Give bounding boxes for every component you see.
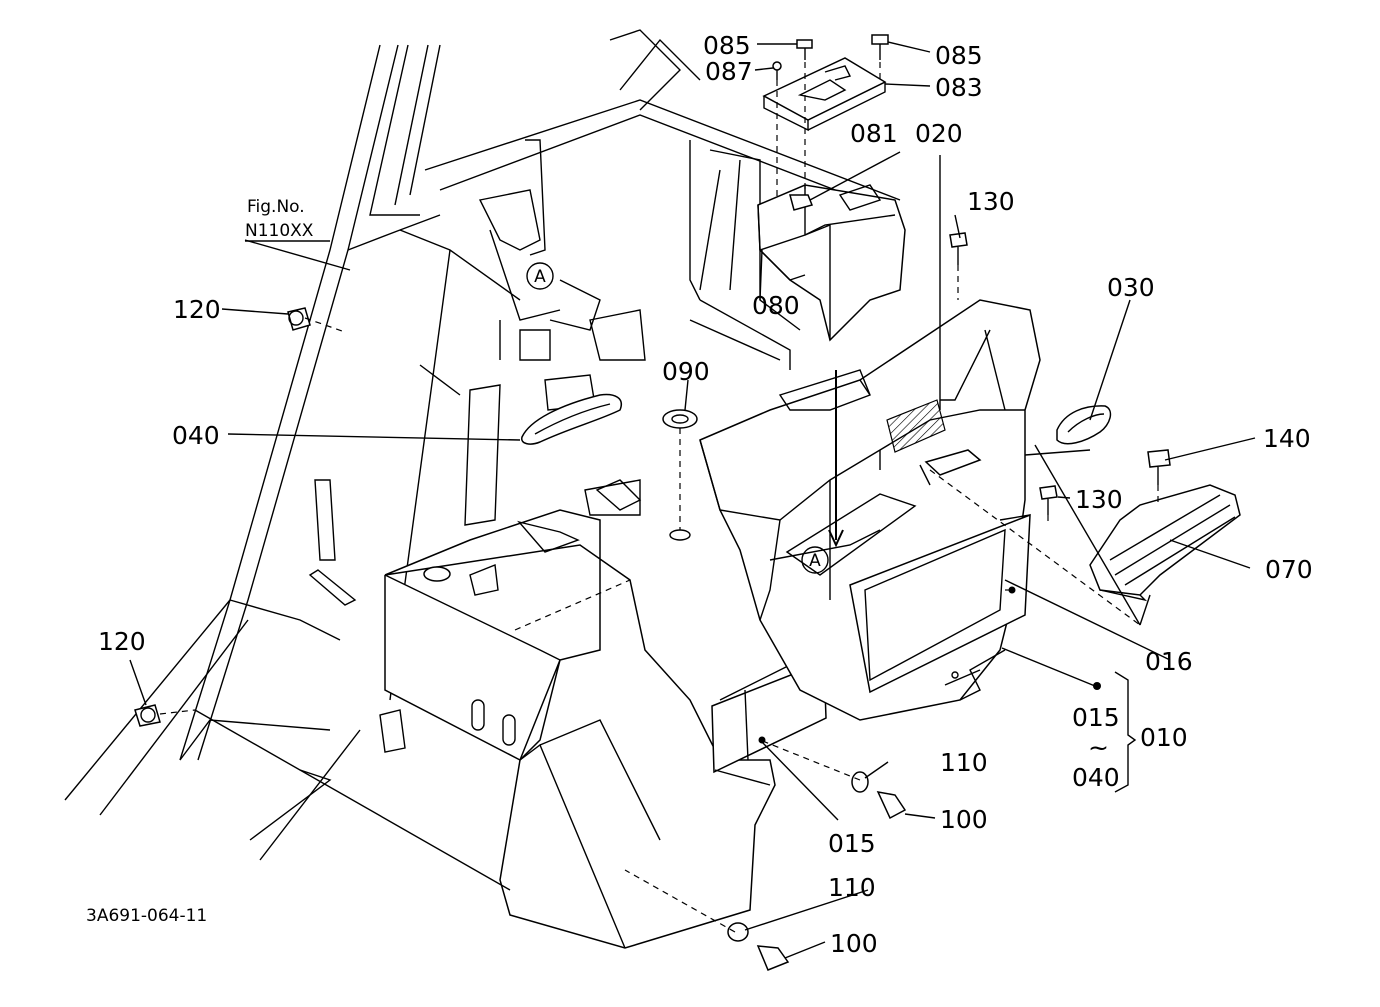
label-087: 087 [705,57,753,86]
label-080: 080 [752,291,800,320]
bolts [134,34,1171,971]
label-015-range-start: 015 [1072,703,1120,732]
label-010: 010 [1140,723,1188,752]
label-070: 070 [1265,555,1313,584]
label-020: 020 [915,119,963,148]
cab-frame [64,44,521,861]
label-110-lower: 110 [828,873,876,902]
label-016: 016 [1145,647,1193,676]
label-130-lower: 130 [1075,485,1123,514]
label-085-right: 085 [935,41,983,70]
label-085-left: 085 [703,31,751,60]
label-120-upper: 120 [173,295,221,324]
label-015: 015 [828,829,876,858]
label-100-upper: 100 [940,805,988,834]
side-console-016 [699,299,1041,721]
grommet-030 [1056,405,1112,445]
drawing-number: 3A691-064-11 [86,906,207,926]
brake-bracket [308,139,646,606]
label-130-upper: 130 [967,187,1015,216]
fig-ref-line1: Fig.No. [247,197,305,217]
plate-083 [762,57,887,132]
label-100-lower: 100 [830,929,878,958]
group-bracket-010 [1114,671,1137,793]
grommet-040 [521,393,622,445]
range-tilde: ~ [1088,733,1109,762]
marker-a-lower: A [801,370,844,574]
label-081: 081 [850,119,898,148]
label-140: 140 [1263,424,1311,453]
label-040-range-end: 040 [1072,763,1120,792]
label-090: 090 [662,357,710,386]
pedal-mat-070 [1089,484,1241,602]
fig-reference: Fig.No. N110XX [245,197,330,242]
label-083: 083 [935,73,983,102]
cover-box-080 [757,184,906,342]
marker-a-upper: A [526,262,554,290]
part-labels: 085 085 087 083 081 020 130 030 140 130 … [98,31,1313,958]
label-040: 040 [172,421,220,450]
floor-body-015 [379,479,827,949]
fig-ref-line2: N110XX [245,221,314,241]
label-030: 030 [1107,273,1155,302]
marker-a-upper-text: A [534,267,546,287]
label-120-lower: 120 [98,627,146,656]
marker-a-lower-text: A [809,551,821,571]
leader-lines [129,41,1256,959]
assembly-lines [159,62,1159,933]
label-110-upper: 110 [940,748,988,777]
